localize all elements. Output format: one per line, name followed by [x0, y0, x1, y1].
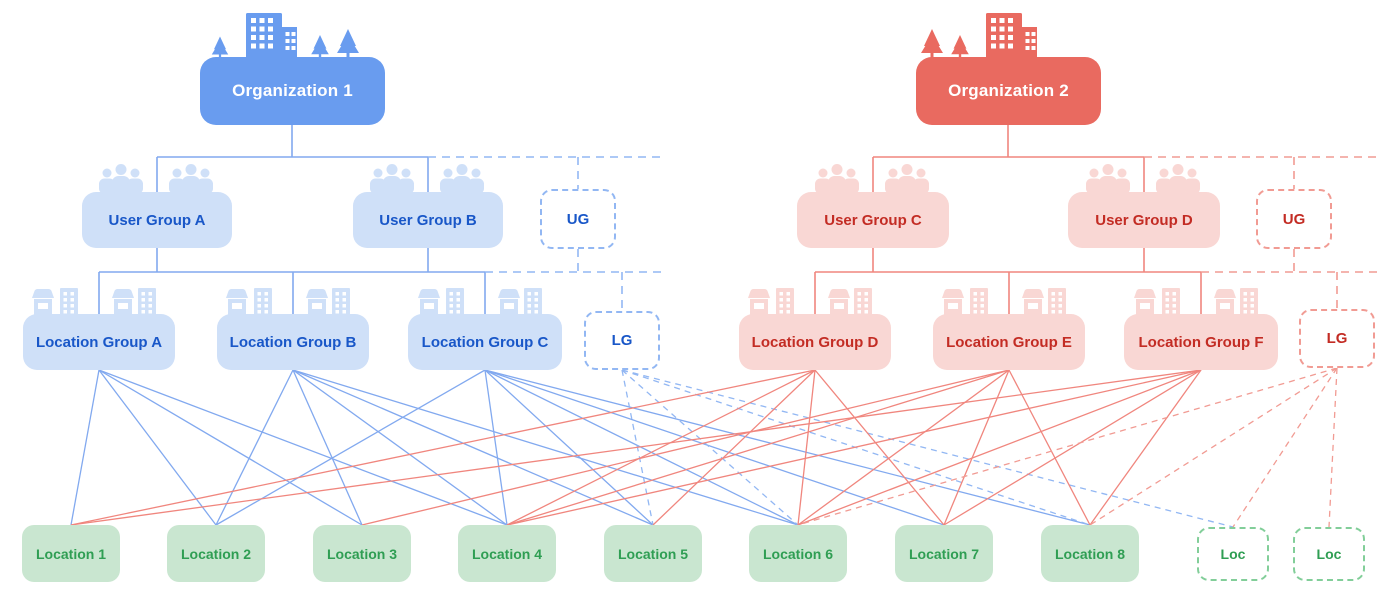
node-label: Location 7 [908, 545, 979, 562]
location-placeholder-2: Loc [1293, 527, 1365, 581]
node-label: Location Group B [229, 333, 357, 351]
node-label: User Group D [1095, 211, 1193, 229]
location-group-a-node: Location Group A [23, 288, 175, 370]
location-3-node: Location 3 [313, 525, 411, 582]
node-label: Location Group F [1138, 333, 1264, 351]
node-label: User Group C [824, 211, 922, 229]
node-label: Location Group C [421, 333, 549, 351]
node-label: Location 5 [617, 545, 688, 562]
node-label: User Group A [108, 211, 206, 229]
user-group-b-node: User Group B [353, 164, 503, 248]
organization-1-node: Organization 1 [200, 13, 385, 125]
node-label: Location 1 [35, 545, 106, 562]
node-label: Location Group E [946, 333, 1072, 351]
node-label: Location 6 [762, 545, 833, 562]
node-label: Organization 2 [948, 81, 1069, 100]
location-7-node: Location 7 [895, 525, 993, 582]
node-label: Organization 1 [232, 81, 353, 100]
location-1-node: Location 1 [22, 525, 120, 582]
node-label: Loc [1316, 546, 1342, 562]
node-label: Loc [1220, 546, 1246, 562]
location-group-f-node: Location Group F [1124, 288, 1278, 370]
location-4-node: Location 4 [458, 525, 556, 582]
user-group-placeholder-red: UG [1256, 189, 1332, 249]
node-label: Location Group D [751, 333, 879, 351]
user-group-c-node: User Group C [797, 164, 949, 248]
node-label: Location Group A [35, 333, 163, 351]
location-group-c-node: Location Group C [408, 288, 562, 370]
location-6-node: Location 6 [749, 525, 847, 582]
location-group-e-node: Location Group E [933, 288, 1085, 370]
node-label: User Group B [379, 211, 477, 229]
location-2-node: Location 2 [167, 525, 265, 582]
node-label: Location 8 [1054, 545, 1125, 562]
node-label: UG [1282, 210, 1306, 228]
location-5-node: Location 5 [604, 525, 702, 582]
user-group-placeholder-blue: UG [540, 189, 616, 249]
location-placeholder-1: Loc [1197, 527, 1269, 581]
node-label: UG [566, 210, 590, 228]
location-group-d-node: Location Group D [739, 288, 891, 370]
location-group-b-node: Location Group B [217, 288, 369, 370]
node-label: Location 3 [326, 545, 397, 562]
node-label: LG [611, 332, 633, 349]
location-group-placeholder-blue: LG [584, 311, 660, 370]
node-label: Location 2 [180, 545, 251, 562]
user-group-d-node: User Group D [1068, 164, 1220, 248]
location-8-node: Location 8 [1041, 525, 1139, 582]
user-group-a-node: User Group A [82, 164, 232, 248]
node-label: Location 4 [471, 545, 542, 562]
organization-2-node: Organization 2 [916, 13, 1101, 125]
node-label: LG [1326, 330, 1348, 347]
location-group-placeholder-red: LG [1299, 309, 1375, 368]
